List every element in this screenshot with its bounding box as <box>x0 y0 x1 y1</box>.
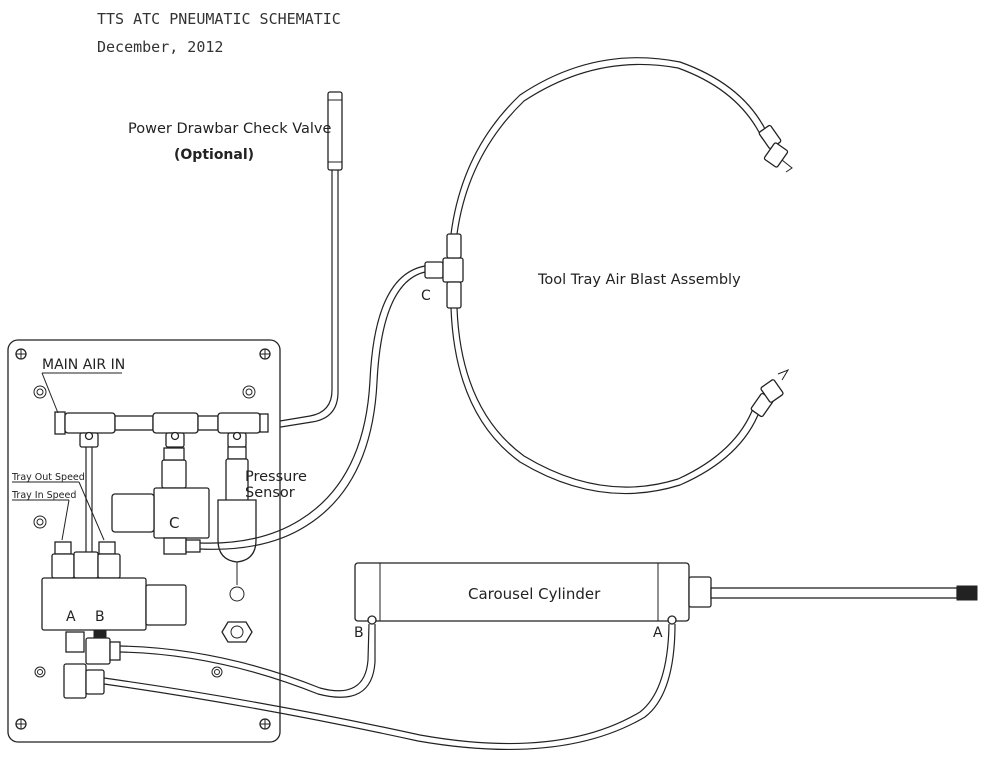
air-blast-loop <box>450 57 769 495</box>
tray-in-speed-label: Tray In Speed <box>11 490 76 501</box>
main-air-in-label: MAIN AIR IN <box>42 357 125 373</box>
air-blast-fittings <box>424 233 464 309</box>
tube-valve-a-to-cylinder <box>103 623 676 750</box>
carousel-cylinder <box>354 562 978 625</box>
tube-valve-b-to-cylinder <box>119 623 376 698</box>
air-manifold <box>54 411 269 448</box>
directional-valve <box>41 577 187 639</box>
port-c-blast: C <box>421 288 431 304</box>
port-a-cylinder: A <box>653 625 663 641</box>
check-valve-label: Power Drawbar Check Valve <box>128 121 331 137</box>
air-blast-label: Tool Tray Air Blast Assembly <box>537 272 741 288</box>
panel-screws <box>15 348 271 730</box>
check-valve-tube <box>261 170 339 431</box>
tube-to-air-blast <box>199 265 426 550</box>
valve-outlet-fittings <box>63 631 121 699</box>
carousel-cylinder-label: Carousel Cylinder <box>468 585 601 603</box>
port-b-valve: B <box>95 609 105 625</box>
port-c-panel: C <box>169 514 179 532</box>
check-valve <box>327 91 343 171</box>
pressure-label: Pressure <box>245 469 307 485</box>
port-b-cylinder: B <box>354 625 364 641</box>
sensor-label: Sensor <box>245 485 295 501</box>
schematic-title: TTS ATC PNEUMATIC SCHEMATIC <box>97 10 341 28</box>
air-nozzle-bottom <box>750 368 790 418</box>
air-nozzle-top <box>758 124 793 173</box>
schematic-date: December, 2012 <box>97 38 223 56</box>
flow-controls <box>51 541 121 579</box>
solenoid-valve-c <box>111 447 210 555</box>
tray-out-speed-label: Tray Out Speed <box>11 472 85 483</box>
port-a-valve: A <box>66 609 76 625</box>
optional-label: (Optional) <box>174 147 254 163</box>
